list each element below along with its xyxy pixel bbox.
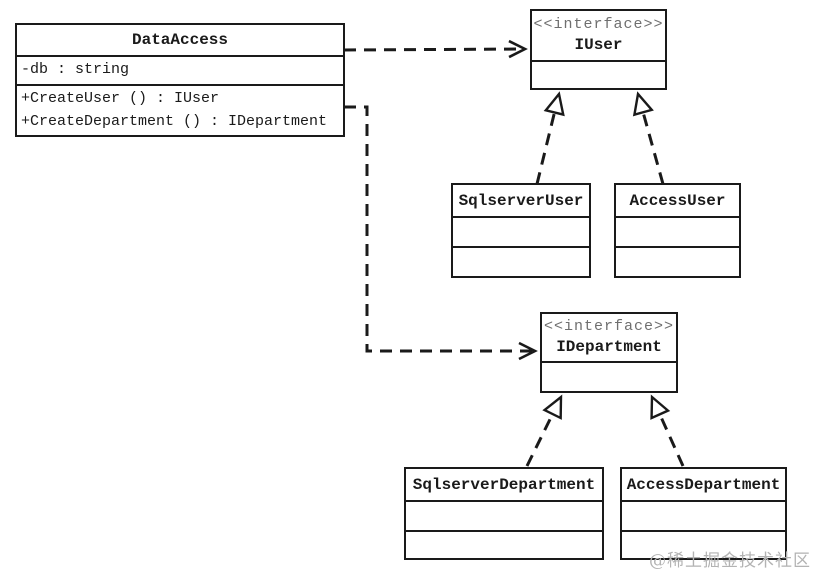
realization-arrow-sqlserveruser-to-iuser xyxy=(535,91,565,185)
class-node-accessdepartment: AccessDepartment xyxy=(620,467,787,560)
dependency-arrow-dataaccess-to-idepartment xyxy=(344,105,538,361)
method-createdepartment: +CreateDepartment () : IDepartment xyxy=(21,112,328,130)
methods-compartment xyxy=(453,246,589,276)
methods-compartment: +CreateUser () : IUser +CreateDepartment… xyxy=(17,84,343,135)
attribute-db: -db : string xyxy=(21,61,130,79)
attributes-compartment xyxy=(616,216,739,246)
interface-name-idepartment: IDepartment xyxy=(556,337,662,356)
methods-compartment xyxy=(406,530,602,558)
methods-compartment xyxy=(622,530,785,558)
class-name-sqlserveruser: SqlserverUser xyxy=(458,191,584,210)
class-name-dataaccess: DataAccess xyxy=(131,31,228,50)
stereotype-label: <<interface>> xyxy=(533,15,664,33)
realization-arrow-sqlserverdepartment-to-idepartment xyxy=(525,394,563,467)
interface-header-iuser: <<interface>> IUser xyxy=(532,11,665,60)
interface-header-idepartment: <<interface>> IDepartment xyxy=(542,314,676,361)
stereotype-label: <<interface>> xyxy=(543,317,675,335)
attributes-compartment xyxy=(622,500,785,530)
attributes-compartment xyxy=(406,500,602,530)
class-node-sqlserverdepartment: SqlserverDepartment xyxy=(404,467,604,560)
interface-node-idepartment: <<interface>> IDepartment xyxy=(540,312,678,393)
class-node-sqlserveruser: SqlserverUser xyxy=(451,183,591,278)
dependency-arrow-dataaccess-to-iuser xyxy=(343,39,528,59)
attributes-compartment xyxy=(453,216,589,246)
members-compartment xyxy=(542,361,676,391)
methods-compartment xyxy=(616,246,739,276)
class-name-accessdepartment: AccessDepartment xyxy=(626,475,781,494)
watermark-text: @稀土掘金技术社区 xyxy=(649,551,811,571)
class-name-sqlserverdepartment: SqlserverDepartment xyxy=(412,475,596,494)
class-node-accessuser: AccessUser xyxy=(614,183,741,278)
members-compartment xyxy=(532,60,665,88)
class-node-dataaccess: DataAccess -db : string +CreateUser () :… xyxy=(15,23,345,137)
method-createuser: +CreateUser () : IUser xyxy=(21,90,220,107)
realization-arrow-accessuser-to-iuser xyxy=(632,91,665,185)
interface-node-iuser: <<interface>> IUser xyxy=(530,9,667,90)
realization-arrow-accessdepartment-to-idepartment xyxy=(650,394,685,467)
interface-name-iuser: IUser xyxy=(574,35,623,54)
attributes-compartment: -db : string xyxy=(17,55,343,84)
class-name-accessuser: AccessUser xyxy=(629,191,726,210)
